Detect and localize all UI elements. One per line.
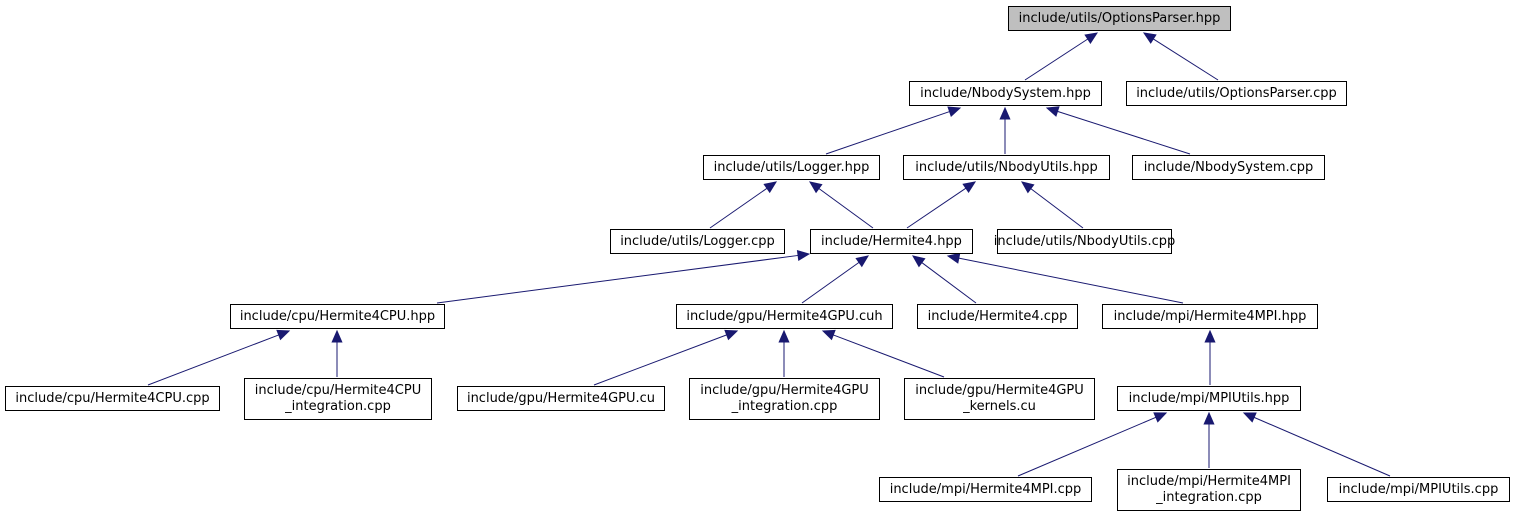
node-mpiutils-hpp[interactable]: include/mpi/MPIUtils.hpp — [1117, 386, 1301, 411]
edge-hermite4-hpp-to-logger-hpp — [808, 181, 874, 229]
node-logger-hpp[interactable]: include/utils/Logger.hpp — [703, 155, 880, 180]
edge-hermite4mpi-integration-to-mpiutils-hpp — [1203, 411, 1215, 468]
node-hermite4mpi-integration-cpp[interactable]: include/mpi/Hermite4MPI _integration.cpp — [1117, 469, 1301, 511]
node-nbody-utils-cpp[interactable]: include/utils/NbodyUtils.cpp — [994, 229, 1175, 254]
node-hermite4gpu-cuh[interactable]: include/gpu/Hermite4GPU.cuh — [676, 304, 893, 329]
edge-hermite4mpi-cpp-to-mpiutils-hpp — [1017, 412, 1168, 477]
node-logger-cpp[interactable]: include/utils/Logger.cpp — [610, 229, 785, 254]
edge-nbodyutils-hpp-to-nbodysystem-hpp — [999, 106, 1011, 154]
edge-hermite4-cpp-to-hermite4-hpp — [911, 255, 977, 304]
node-hermite4cpu-hpp[interactable]: include/cpu/Hermite4CPU.hpp — [230, 304, 445, 329]
node-nbody-utils-hpp[interactable]: include/utils/NbodyUtils.hpp — [903, 155, 1110, 180]
edge-hermite4cpu-hpp-to-hermite4-hpp — [436, 249, 811, 304]
edge-hermite4gpu-cu-to-hermite4gpu-cuh — [593, 329, 739, 386]
edge-hermite4cpu-cpp-to-hermite4cpu-hpp — [147, 329, 291, 386]
node-hermite4mpi-cpp[interactable]: include/mpi/Hermite4MPI.cpp — [879, 477, 1092, 502]
edge-hermite4gpu-cuh-to-hermite4-hpp — [801, 255, 870, 304]
node-hermite4gpu-cu[interactable]: include/gpu/Hermite4GPU.cu — [457, 386, 665, 411]
edge-nbodysystem-cpp-to-nbodysystem-hpp — [1045, 106, 1191, 155]
node-hermite4cpu-cpp[interactable]: include/cpu/Hermite4CPU.cpp — [5, 386, 220, 411]
edge-logger-cpp-to-logger-hpp — [709, 181, 778, 229]
node-hermite4-cpp[interactable]: include/Hermite4.cpp — [917, 304, 1078, 329]
node-hermite4gpu-kernels-cu[interactable]: include/gpu/Hermite4GPU _kernels.cu — [904, 378, 1095, 420]
edge-nbodysystem-hpp-to-optionsparser-hpp — [1024, 32, 1099, 81]
node-hermite4-hpp[interactable]: include/Hermite4.hpp — [810, 229, 973, 254]
edge-hermite4mpi-hpp-to-hermite4-hpp — [946, 252, 1184, 304]
node-options-parser-hpp: include/utils/OptionsParser.hpp — [1008, 6, 1231, 31]
node-nbody-system-cpp[interactable]: include/NbodySystem.cpp — [1132, 155, 1325, 180]
edge-hermite4-hpp-to-nbodyutils-hpp — [906, 181, 977, 229]
node-hermite4cpu-integration-cpp[interactable]: include/cpu/Hermite4CPU _integration.cpp — [244, 378, 432, 420]
node-mpiutils-cpp[interactable]: include/mpi/MPIUtils.cpp — [1327, 477, 1510, 502]
node-options-parser-cpp[interactable]: include/utils/OptionsParser.cpp — [1126, 81, 1347, 106]
edge-optionsparser-cpp-to-optionsparser-hpp — [1142, 32, 1219, 81]
edge-mpiutils-cpp-to-mpiutils-hpp — [1242, 412, 1391, 477]
node-hermite4gpu-integration-cpp[interactable]: include/gpu/Hermite4GPU _integration.cpp — [689, 378, 880, 420]
edge-hermite4gpu-integration-to-hermite4gpu-cuh — [778, 329, 790, 377]
node-nbody-system-hpp[interactable]: include/NbodySystem.hpp — [909, 81, 1102, 106]
edge-nbodyutils-cpp-to-nbodyutils-hpp — [1021, 181, 1084, 229]
edge-hermite4cpu-integration-to-hermite4cpu-hpp — [331, 329, 343, 377]
edge-logger-hpp-to-nbodysystem-hpp — [825, 106, 962, 155]
edge-mpiutils-hpp-to-hermite4mpi-hpp — [1204, 329, 1216, 385]
node-hermite4mpi-hpp[interactable]: include/mpi/Hermite4MPI.hpp — [1102, 304, 1318, 329]
edge-hermite4gpu-kernels-to-hermite4gpu-cuh — [821, 329, 945, 378]
